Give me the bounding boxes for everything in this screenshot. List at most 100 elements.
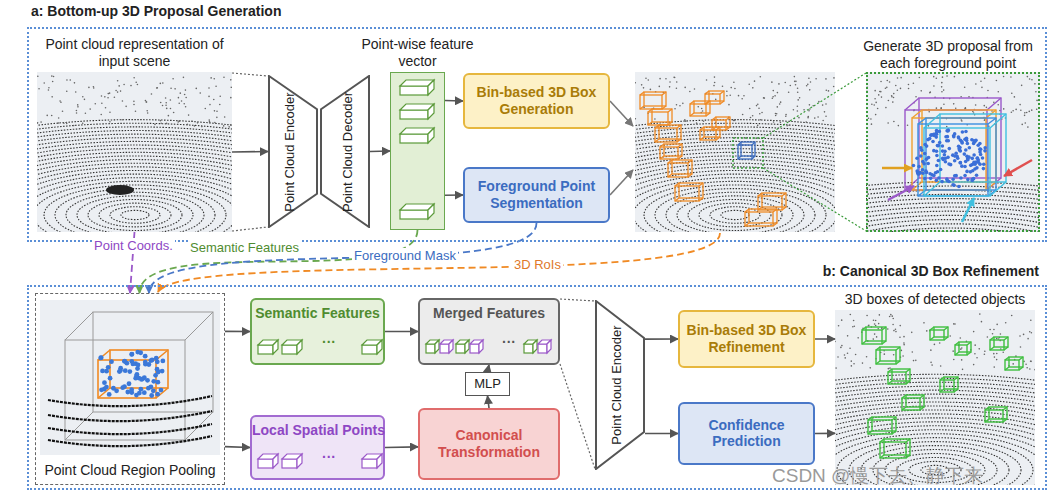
scan-point <box>994 356 996 358</box>
scan-point <box>178 120 180 122</box>
scan-point <box>959 337 961 339</box>
scan-ring <box>37 181 232 232</box>
object-point <box>974 160 978 164</box>
scan-point <box>43 82 45 84</box>
scan-point <box>74 82 76 84</box>
object-point <box>975 174 979 178</box>
process-box: Bin-based 3D Box Generation <box>463 73 610 129</box>
box-3d <box>985 407 1007 422</box>
object-point <box>981 156 985 160</box>
scan-point <box>772 90 774 92</box>
scan-point <box>888 368 890 370</box>
scan-point <box>903 336 905 338</box>
scan-ring <box>37 160 232 232</box>
node-label: Point Cloud Encoder <box>282 92 298 211</box>
scan-ring <box>866 203 1040 232</box>
scan-point <box>1024 112 1026 114</box>
box-face <box>905 110 987 190</box>
ellipsis: ··· <box>322 449 336 466</box>
object-point <box>917 165 921 169</box>
scan-point <box>669 86 671 88</box>
box-edge <box>905 98 1001 190</box>
object-point <box>129 387 134 392</box>
scan-point <box>168 115 170 117</box>
scan-point <box>1026 112 1028 114</box>
object-point <box>958 161 962 165</box>
box-edge <box>738 142 755 159</box>
scene-ground <box>866 72 1040 232</box>
scan-point <box>893 330 895 332</box>
scan-point <box>109 111 111 113</box>
object-point <box>946 135 950 139</box>
scan-ring <box>835 390 1035 485</box>
cuboid-front <box>538 344 547 353</box>
scan-point <box>785 114 787 116</box>
scan-point <box>817 116 819 118</box>
box-face <box>110 350 168 388</box>
object-point <box>982 163 986 167</box>
scan-point <box>892 324 894 326</box>
scan-ring <box>835 374 1035 485</box>
scan-point <box>874 90 876 92</box>
scan-point <box>822 104 824 106</box>
feature-cuboid <box>362 454 382 468</box>
box-edge <box>862 327 886 344</box>
scan-point <box>684 87 686 89</box>
scan-ring <box>635 127 835 232</box>
scan-point <box>685 120 687 122</box>
object-point <box>968 146 972 150</box>
box-3d <box>888 369 910 384</box>
scan-point <box>897 89 899 91</box>
scan-point <box>1030 320 1032 322</box>
scan-point <box>943 89 945 91</box>
scan-point <box>946 126 948 128</box>
scan-point <box>933 85 935 87</box>
scan-ring <box>635 174 835 232</box>
object-point <box>979 153 983 157</box>
object-point <box>139 377 144 382</box>
scan-ring <box>866 215 1040 232</box>
feature-cuboid <box>258 340 278 354</box>
scan-point <box>1020 346 1022 348</box>
scan-point <box>178 120 180 122</box>
scan-ring <box>866 186 1040 232</box>
scan-point <box>986 107 988 109</box>
scan-point <box>697 106 699 108</box>
scan-point <box>862 362 864 364</box>
object-point <box>943 153 947 157</box>
cuboid-side <box>428 128 434 143</box>
scan-point <box>841 345 843 347</box>
scan-point <box>694 88 696 90</box>
scan-point <box>1028 111 1030 113</box>
object-point <box>946 129 950 133</box>
scan-point <box>115 90 117 92</box>
scan-point <box>170 108 172 110</box>
scan-point <box>797 99 799 101</box>
connector <box>488 365 490 372</box>
scan-ring <box>635 181 835 232</box>
scan-point <box>48 89 50 91</box>
scan-point <box>145 100 147 102</box>
object-point <box>966 142 970 146</box>
object-point <box>136 363 141 368</box>
scan-point <box>996 353 998 355</box>
scan-point <box>1034 369 1035 371</box>
encoder-trapezoid: Point Cloud Encoder <box>595 300 645 470</box>
scan-point <box>825 78 827 80</box>
scan-point <box>94 103 96 105</box>
scan-point <box>929 92 931 94</box>
scan-point <box>181 100 183 102</box>
object-point <box>919 146 923 150</box>
node-label: Merged Features <box>420 305 558 322</box>
scan-point <box>954 76 956 78</box>
object-point <box>955 154 959 158</box>
object-point <box>957 136 961 140</box>
scan-point <box>847 352 849 354</box>
object-point <box>151 379 156 384</box>
scan-point <box>962 369 964 371</box>
box-3d <box>758 193 786 210</box>
scan-ring <box>37 170 232 232</box>
object-point <box>923 152 927 156</box>
object-point <box>959 161 963 165</box>
ellipsis: ··· <box>502 334 516 351</box>
